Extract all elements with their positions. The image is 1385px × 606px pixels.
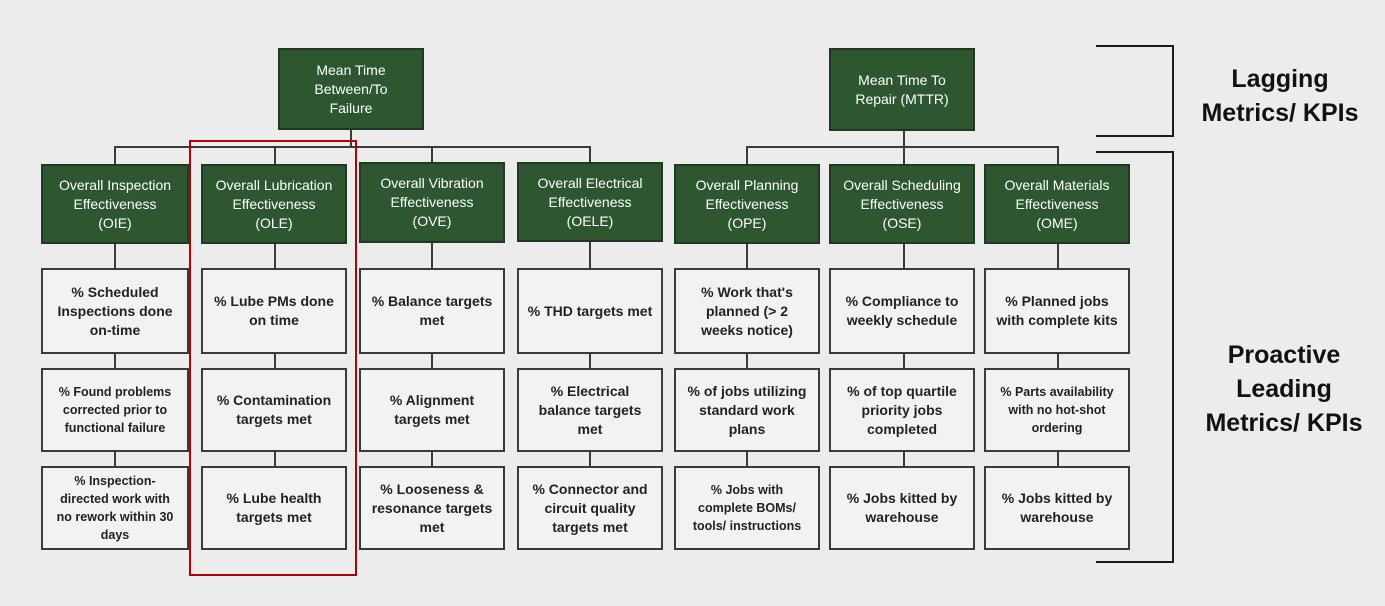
connector-drop: [903, 146, 905, 166]
header-ole-label: Overall Lubrication Effectiveness (OLE): [215, 176, 333, 231]
kpi-box: % Inspection- directed work with no rewo…: [41, 466, 189, 550]
kpi-label: % of jobs utilizing standard work plans: [687, 382, 807, 437]
kpi-label: % Jobs with complete BOMs/ tools/ instru…: [692, 483, 802, 533]
kpi-label: % Looseness & resonance targets met: [371, 480, 493, 535]
kpi-box: % Jobs kitted by warehouse: [829, 466, 975, 550]
leading-label: Proactive Leading Metrics/ KPIs: [1205, 341, 1363, 437]
lagging-bracket: [1096, 45, 1174, 137]
mttr-label: Mean Time To Repair (MTTR): [855, 71, 949, 107]
kpi-label: % Found problems corrected prior to func…: [58, 385, 172, 435]
kpi-box: % of top quartile priority jobs complete…: [829, 368, 975, 452]
kpi-box: % Lube health targets met: [201, 466, 347, 550]
kpi-box: % Planned jobs with complete kits: [984, 268, 1130, 354]
kpi-label: % Parts availability with no hot-shot or…: [1000, 385, 1114, 435]
kpi-box: % Work that's planned (> 2 weeks notice): [674, 268, 820, 354]
header-oele: Overall Electrical Effectiveness (OELE): [517, 162, 663, 242]
kpi-label: % Jobs kitted by warehouse: [1001, 490, 1113, 525]
column-spine: [746, 240, 748, 470]
kpi-label: % Connector and circuit quality targets …: [532, 480, 648, 535]
ole-highlight-frame: [189, 140, 357, 576]
column-spine: [114, 240, 116, 470]
header-ome: Overall Materials Effectiveness (OME): [984, 164, 1130, 244]
column-spine: [1057, 240, 1059, 470]
kpi-label: % Planned jobs with complete kits: [996, 293, 1118, 328]
kpi-box: % Found problems corrected prior to func…: [41, 368, 189, 452]
column-spine: [274, 240, 276, 470]
kpi-label: % Alignment targets met: [389, 392, 475, 427]
kpi-label: % Balance targets met: [371, 293, 493, 328]
header-ose: Overall Scheduling Effectiveness (OSE): [829, 164, 975, 244]
kpi-box: % Scheduled Inspections done on-time: [41, 268, 189, 354]
connector-drop: [431, 146, 433, 164]
kpi-label: % of top quartile priority jobs complete…: [847, 382, 957, 437]
kpi-label: % Work that's planned (> 2 weeks notice): [701, 283, 793, 338]
kpi-label: % Compliance to weekly schedule: [845, 293, 959, 328]
kpi-box: % Connector and circuit quality targets …: [517, 466, 663, 550]
column-spine: [589, 240, 591, 470]
connector-mtbf-stem: [350, 129, 352, 147]
kpi-box: % Contamination targets met: [201, 368, 347, 452]
kpi-label: % Contamination targets met: [216, 392, 332, 427]
header-ome-label: Overall Materials Effectiveness (OME): [1004, 176, 1110, 231]
connector-mttr-bus: [746, 146, 1058, 148]
kpi-label: % Electrical balance targets met: [538, 382, 642, 437]
connector-drop: [1057, 146, 1059, 166]
connector-mttr-stem: [903, 130, 905, 147]
connector-drop: [746, 146, 748, 166]
kpi-label: % Inspection- directed work with no rewo…: [56, 474, 174, 542]
header-ove-label: Overall Vibration Effectiveness (OVE): [380, 175, 484, 229]
kpi-box: % Lube PMs done on time: [201, 268, 347, 354]
kpi-label: % THD targets met: [527, 302, 653, 319]
header-ope: Overall Planning Effectiveness (OPE): [674, 164, 820, 244]
header-ole: Overall Lubrication Effectiveness (OLE): [201, 164, 347, 244]
kpi-box: % Compliance to weekly schedule: [829, 268, 975, 354]
header-ove: Overall Vibration Effectiveness (OVE): [359, 162, 505, 243]
header-oele-label: Overall Electrical Effectiveness (OELE): [537, 174, 643, 229]
kpi-box: % Looseness & resonance targets met: [359, 466, 505, 550]
kpi-label: % Jobs kitted by warehouse: [846, 490, 958, 525]
mtbf-box: Mean Time Between/To Failure: [278, 48, 424, 130]
leading-bracket: [1096, 151, 1174, 563]
connector-drop: [114, 146, 116, 166]
connector-drop: [274, 146, 276, 166]
header-ope-label: Overall Planning Effectiveness (OPE): [695, 176, 799, 231]
mtbf-label: Mean Time Between/To Failure: [314, 61, 388, 116]
header-oie-label: Overall Inspection Effectiveness (OIE): [58, 176, 172, 231]
kpi-box: % Alignment targets met: [359, 368, 505, 452]
kpi-label: % Lube PMs done on time: [214, 293, 334, 328]
kpi-box: % of jobs utilizing standard work plans: [674, 368, 820, 452]
header-oie: Overall Inspection Effectiveness (OIE): [41, 164, 189, 244]
kpi-label: % Lube health targets met: [226, 490, 322, 525]
kpi-box: % Jobs with complete BOMs/ tools/ instru…: [674, 466, 820, 550]
kpi-box: % Parts availability with no hot-shot or…: [984, 368, 1130, 452]
mttr-box: Mean Time To Repair (MTTR): [829, 48, 975, 131]
header-ose-label: Overall Scheduling Effectiveness (OSE): [843, 176, 961, 231]
connector-mtbf-bus: [114, 146, 590, 148]
kpi-label: % Scheduled Inspections done on-time: [57, 283, 173, 338]
column-spine: [903, 240, 905, 470]
kpi-box: % Balance targets met: [359, 268, 505, 354]
kpi-box: % THD targets met: [517, 268, 663, 354]
lagging-label: Lagging Metrics/ KPIs: [1201, 65, 1359, 127]
kpi-box: % Jobs kitted by warehouse: [984, 466, 1130, 550]
connector-drop: [589, 146, 591, 164]
kpi-box: % Electrical balance targets met: [517, 368, 663, 452]
column-spine: [431, 240, 433, 470]
